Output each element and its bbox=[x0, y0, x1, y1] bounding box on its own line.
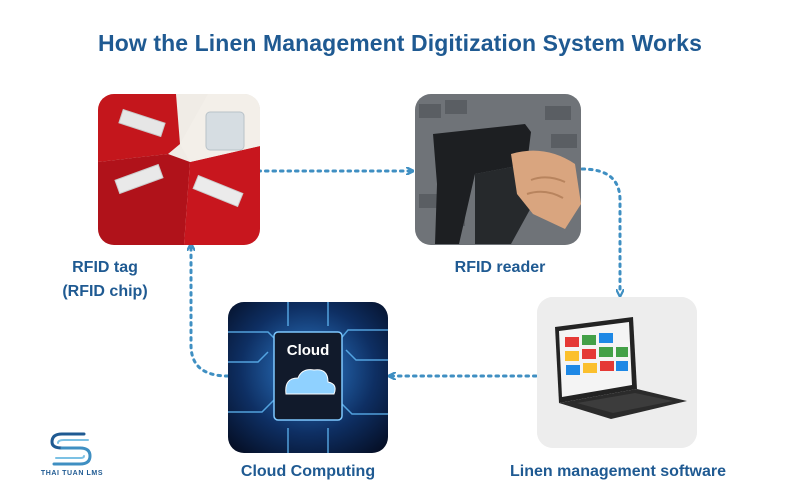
rfid-reader-label: RFID reader bbox=[454, 259, 546, 276]
diagram-title: How the Linen Management Digitization Sy… bbox=[98, 30, 702, 56]
rfid-tag-label-line2: (RFID chip) bbox=[62, 283, 148, 300]
rfid-tag-image bbox=[98, 94, 260, 245]
arrow-cloud-to-tag bbox=[191, 247, 230, 378]
rfid-tag-label-line1: RFID tag bbox=[72, 259, 138, 276]
rfid-reader-image bbox=[415, 94, 581, 245]
cloud-chip-text: Cloud bbox=[286, 342, 330, 359]
arrow-reader-to-software bbox=[580, 167, 620, 293]
logo-text: THAI TUAN LMS bbox=[40, 470, 104, 477]
rfid-tag-label: RFID tag (RFID chip) bbox=[60, 256, 150, 304]
thai-tuan-lms-logo-icon bbox=[50, 432, 92, 466]
software-image bbox=[537, 297, 697, 448]
cloud-computing-label: Cloud Computing bbox=[240, 463, 376, 480]
software-label: Linen management software bbox=[509, 463, 727, 480]
cloud-computing-image: Cloud bbox=[228, 302, 388, 453]
